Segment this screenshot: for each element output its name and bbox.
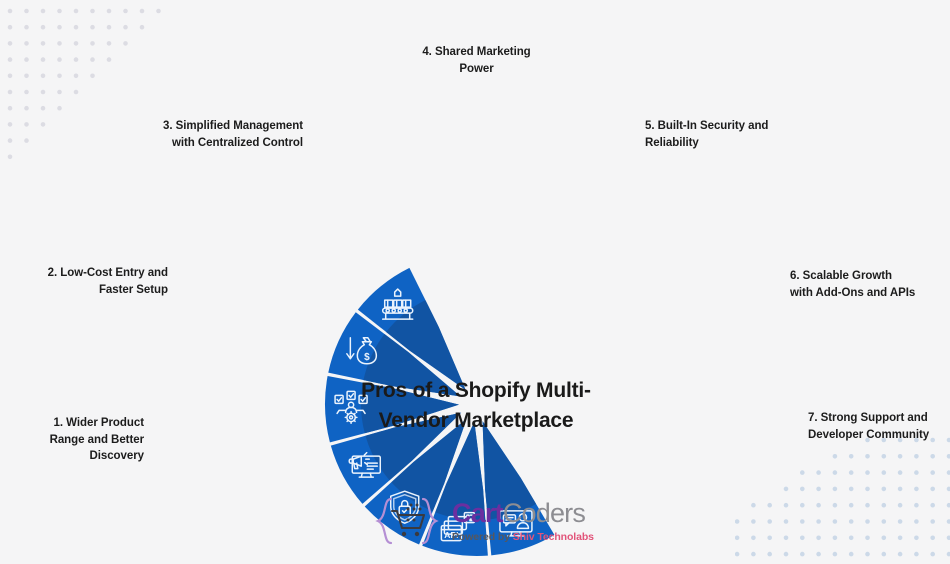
petal-label-1: 1. Wider Product Range and Better Discov… xyxy=(49,417,144,463)
petal-inner-shade xyxy=(386,300,466,391)
petal-inner-shade xyxy=(363,334,461,397)
svg-text:$: $ xyxy=(364,352,370,363)
conveyor-belt-boxes-icon xyxy=(381,288,414,320)
petal-2[interactable] xyxy=(328,312,461,397)
page-title-line1: Pros of a Shopify Multi- xyxy=(361,379,591,402)
petal-3[interactable] xyxy=(324,376,460,443)
petal-inner-shade xyxy=(391,418,467,512)
petal-label-7: 7. Strong Support and Developer Communit… xyxy=(808,412,930,441)
api-windows-icon: API xyxy=(440,511,476,542)
petal-label-2: 2. Low-Cost Entry and Faster Setup xyxy=(47,267,168,296)
money-bag-down-arrow-icon: $ xyxy=(346,336,378,365)
svg-text:API: API xyxy=(444,530,458,540)
petal-1[interactable] xyxy=(357,267,466,391)
petal-inner-shade xyxy=(482,421,537,520)
petal-label-3: 3. Simplified Management with Centralize… xyxy=(162,120,303,149)
logo-tagline: Powered by Shiv Technolabs xyxy=(452,531,594,543)
petal-label-4: 4. Shared Marketing Power xyxy=(422,46,531,75)
petal-inner-shade xyxy=(435,421,486,520)
logo-wordmark-part2: Coders xyxy=(502,497,586,528)
petal-label-5: 5. Built-In Security and Reliability xyxy=(645,120,769,149)
petal-inner-shade xyxy=(361,382,460,434)
logo-tagline-brand: Shiv Technolabs xyxy=(512,530,594,543)
megaphone-monitor-icon xyxy=(348,451,382,478)
team-checklist-gear-icon xyxy=(334,390,368,424)
logo-tagline-prefix: Powered by xyxy=(452,530,513,543)
logo-wordmark-part1: Cart xyxy=(452,497,504,528)
petal-5[interactable] xyxy=(364,418,467,545)
shopping-cart-icon xyxy=(375,497,439,545)
petal-inner-shade xyxy=(365,412,462,481)
logo-wordmark: CartCoders xyxy=(452,497,594,528)
support-chat-agent-icon xyxy=(499,510,533,537)
petal-label-6: 6. Scalable Growth with Add-Ons and APIs xyxy=(790,270,916,299)
page-title: Pros of a Shopify Multi- Vendor Marketpl… xyxy=(330,376,622,436)
page-title-line2: Vendor Marketplace xyxy=(378,408,574,432)
brand-logo: CartCoders Powered by Shiv Technolabs xyxy=(371,494,594,548)
petal-4[interactable] xyxy=(330,412,462,504)
